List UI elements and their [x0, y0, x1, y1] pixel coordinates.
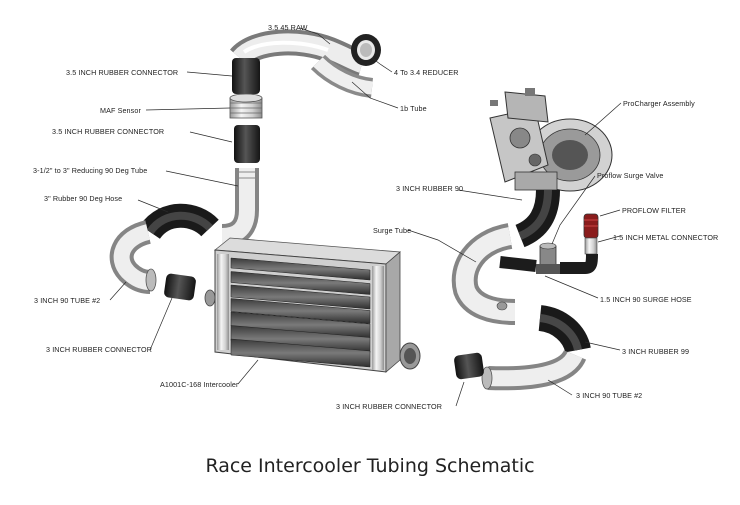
tube-90-3in-right — [481, 349, 587, 391]
reducing-90-tube — [221, 168, 259, 248]
label-surge-hose: 1.5 INCH 90 SURGE HOSE — [600, 295, 692, 304]
labels: 3.5 45 RAW 3.5 INCH RUBBER CONNECTOR 4 T… — [33, 23, 718, 411]
intercooler-fin-row — [230, 338, 371, 368]
label-rubber-90-hose: 3" Rubber 90 Deg Hose — [44, 194, 122, 203]
rubber-90-hose — [140, 203, 219, 240]
label-maf-sensor: MAF Sensor — [100, 106, 141, 115]
label-rubber-connector-bottom: 3 INCH RUBBER CONNECTOR — [336, 402, 442, 411]
intercooler-fin-row — [230, 271, 371, 295]
label-rubber-connector-35-mid: 3.5 INCH RUBBER CONNECTOR — [52, 127, 164, 136]
intercooler-tubing-diagram: 3.5 45 RAW 3.5 INCH RUBBER CONNECTOR 4 T… — [33, 23, 718, 411]
diagram-caption: Race Intercooler Tubing Schematic — [205, 455, 535, 477]
rubber-99-3in — [537, 305, 591, 354]
label-reducer: 4 To 3.4 REDUCER — [394, 68, 459, 77]
tube-90-3in-left — [109, 220, 157, 294]
intercooler-fins — [230, 257, 371, 368]
label-rubber-90-right: 3 INCH RUBBER 90 — [396, 184, 463, 193]
proflow-filter — [583, 213, 599, 239]
label-procharger: ProCharger Assembly — [623, 99, 695, 108]
proflow-surge-valve — [536, 242, 560, 274]
maf-sensor — [229, 93, 263, 119]
procharger-assembly — [489, 88, 613, 192]
label-rubber-99: 3 INCH RUBBER 99 — [622, 347, 689, 356]
label-surge-tube: Surge Tube — [373, 226, 411, 235]
label-bend-3545: 3.5 45 RAW — [268, 23, 308, 32]
surge-tube — [451, 223, 516, 325]
label-metal-connector: 1.5 INCH METAL CONNECTOR — [613, 233, 718, 242]
intercooler-core — [204, 237, 421, 373]
rubber-connector-35-top — [232, 58, 260, 94]
label-tube-90-left: 3 INCH 90 TUBE #2 — [34, 296, 100, 305]
leader-lines — [109, 27, 622, 407]
intercooler-fin-row — [230, 257, 371, 281]
metal-connector-15 — [584, 237, 598, 255]
label-tube-90-right: 3 INCH 90 TUBE #2 — [576, 391, 642, 400]
reducer-4to34 — [351, 34, 381, 66]
intercooler-fin-row — [230, 298, 371, 324]
rubber-connector-3in-left — [164, 273, 196, 301]
label-tube-1b: 1b Tube — [400, 104, 427, 113]
rubber-connector-35-mid — [234, 125, 260, 163]
label-rubber-connector-3in-left: 3 INCH RUBBER CONNECTOR — [46, 345, 152, 354]
label-intercooler: A1001C-168 Intercooler — [160, 380, 239, 389]
label-surge-valve: Proflow Surge Valve — [597, 171, 664, 180]
label-rubber-connector-35-top: 3.5 INCH RUBBER CONNECTOR — [66, 68, 178, 77]
bend-tube-3545 — [230, 29, 367, 77]
label-reducing-90-tube: 3-1/2" to 3" Reducing 90 Deg Tube — [33, 166, 147, 175]
rubber-90-right — [514, 189, 560, 248]
intercooler-fin-row — [230, 284, 371, 310]
label-proflow-filter: PROFLOW FILTER — [622, 206, 686, 215]
surge-hose-15-90 — [499, 253, 598, 274]
rubber-connector-3in-bottom — [454, 352, 484, 380]
